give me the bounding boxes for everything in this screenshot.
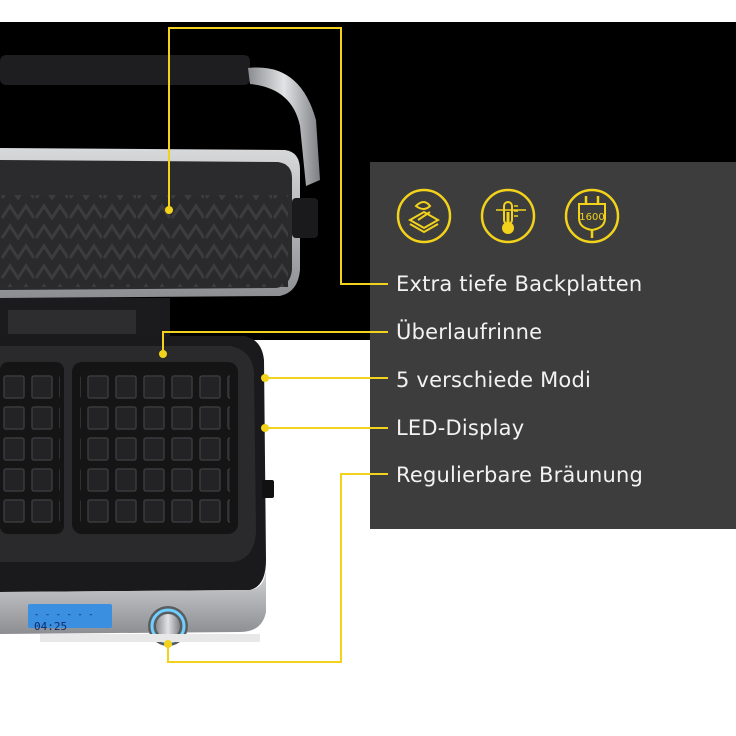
hinge: [292, 198, 318, 238]
feature-label-modi: 5 verschiede Modi: [396, 368, 592, 392]
non-stick-plate-icon: [396, 188, 452, 244]
led-display-readout: - - - - - - 04:25: [34, 610, 108, 632]
led-display: [28, 604, 112, 628]
feature-label-backplatten: Extra tiefe Backplatten: [396, 272, 643, 296]
power-plug-1600-icon: 1600: [564, 188, 620, 244]
thermometer-icon: [480, 188, 536, 244]
display-line-2: 04:25: [34, 620, 68, 633]
feature-label-led-display: LED-Display: [396, 416, 525, 440]
wattage-label: 1600: [579, 212, 604, 223]
display-line-1: - - - - - -: [34, 610, 94, 620]
feature-label-braeunung: Regulierbare Bräunung: [396, 463, 644, 487]
feature-label-ueberlaufrinne: Überlaufrinne: [396, 320, 543, 344]
lid-handle: [0, 55, 250, 85]
